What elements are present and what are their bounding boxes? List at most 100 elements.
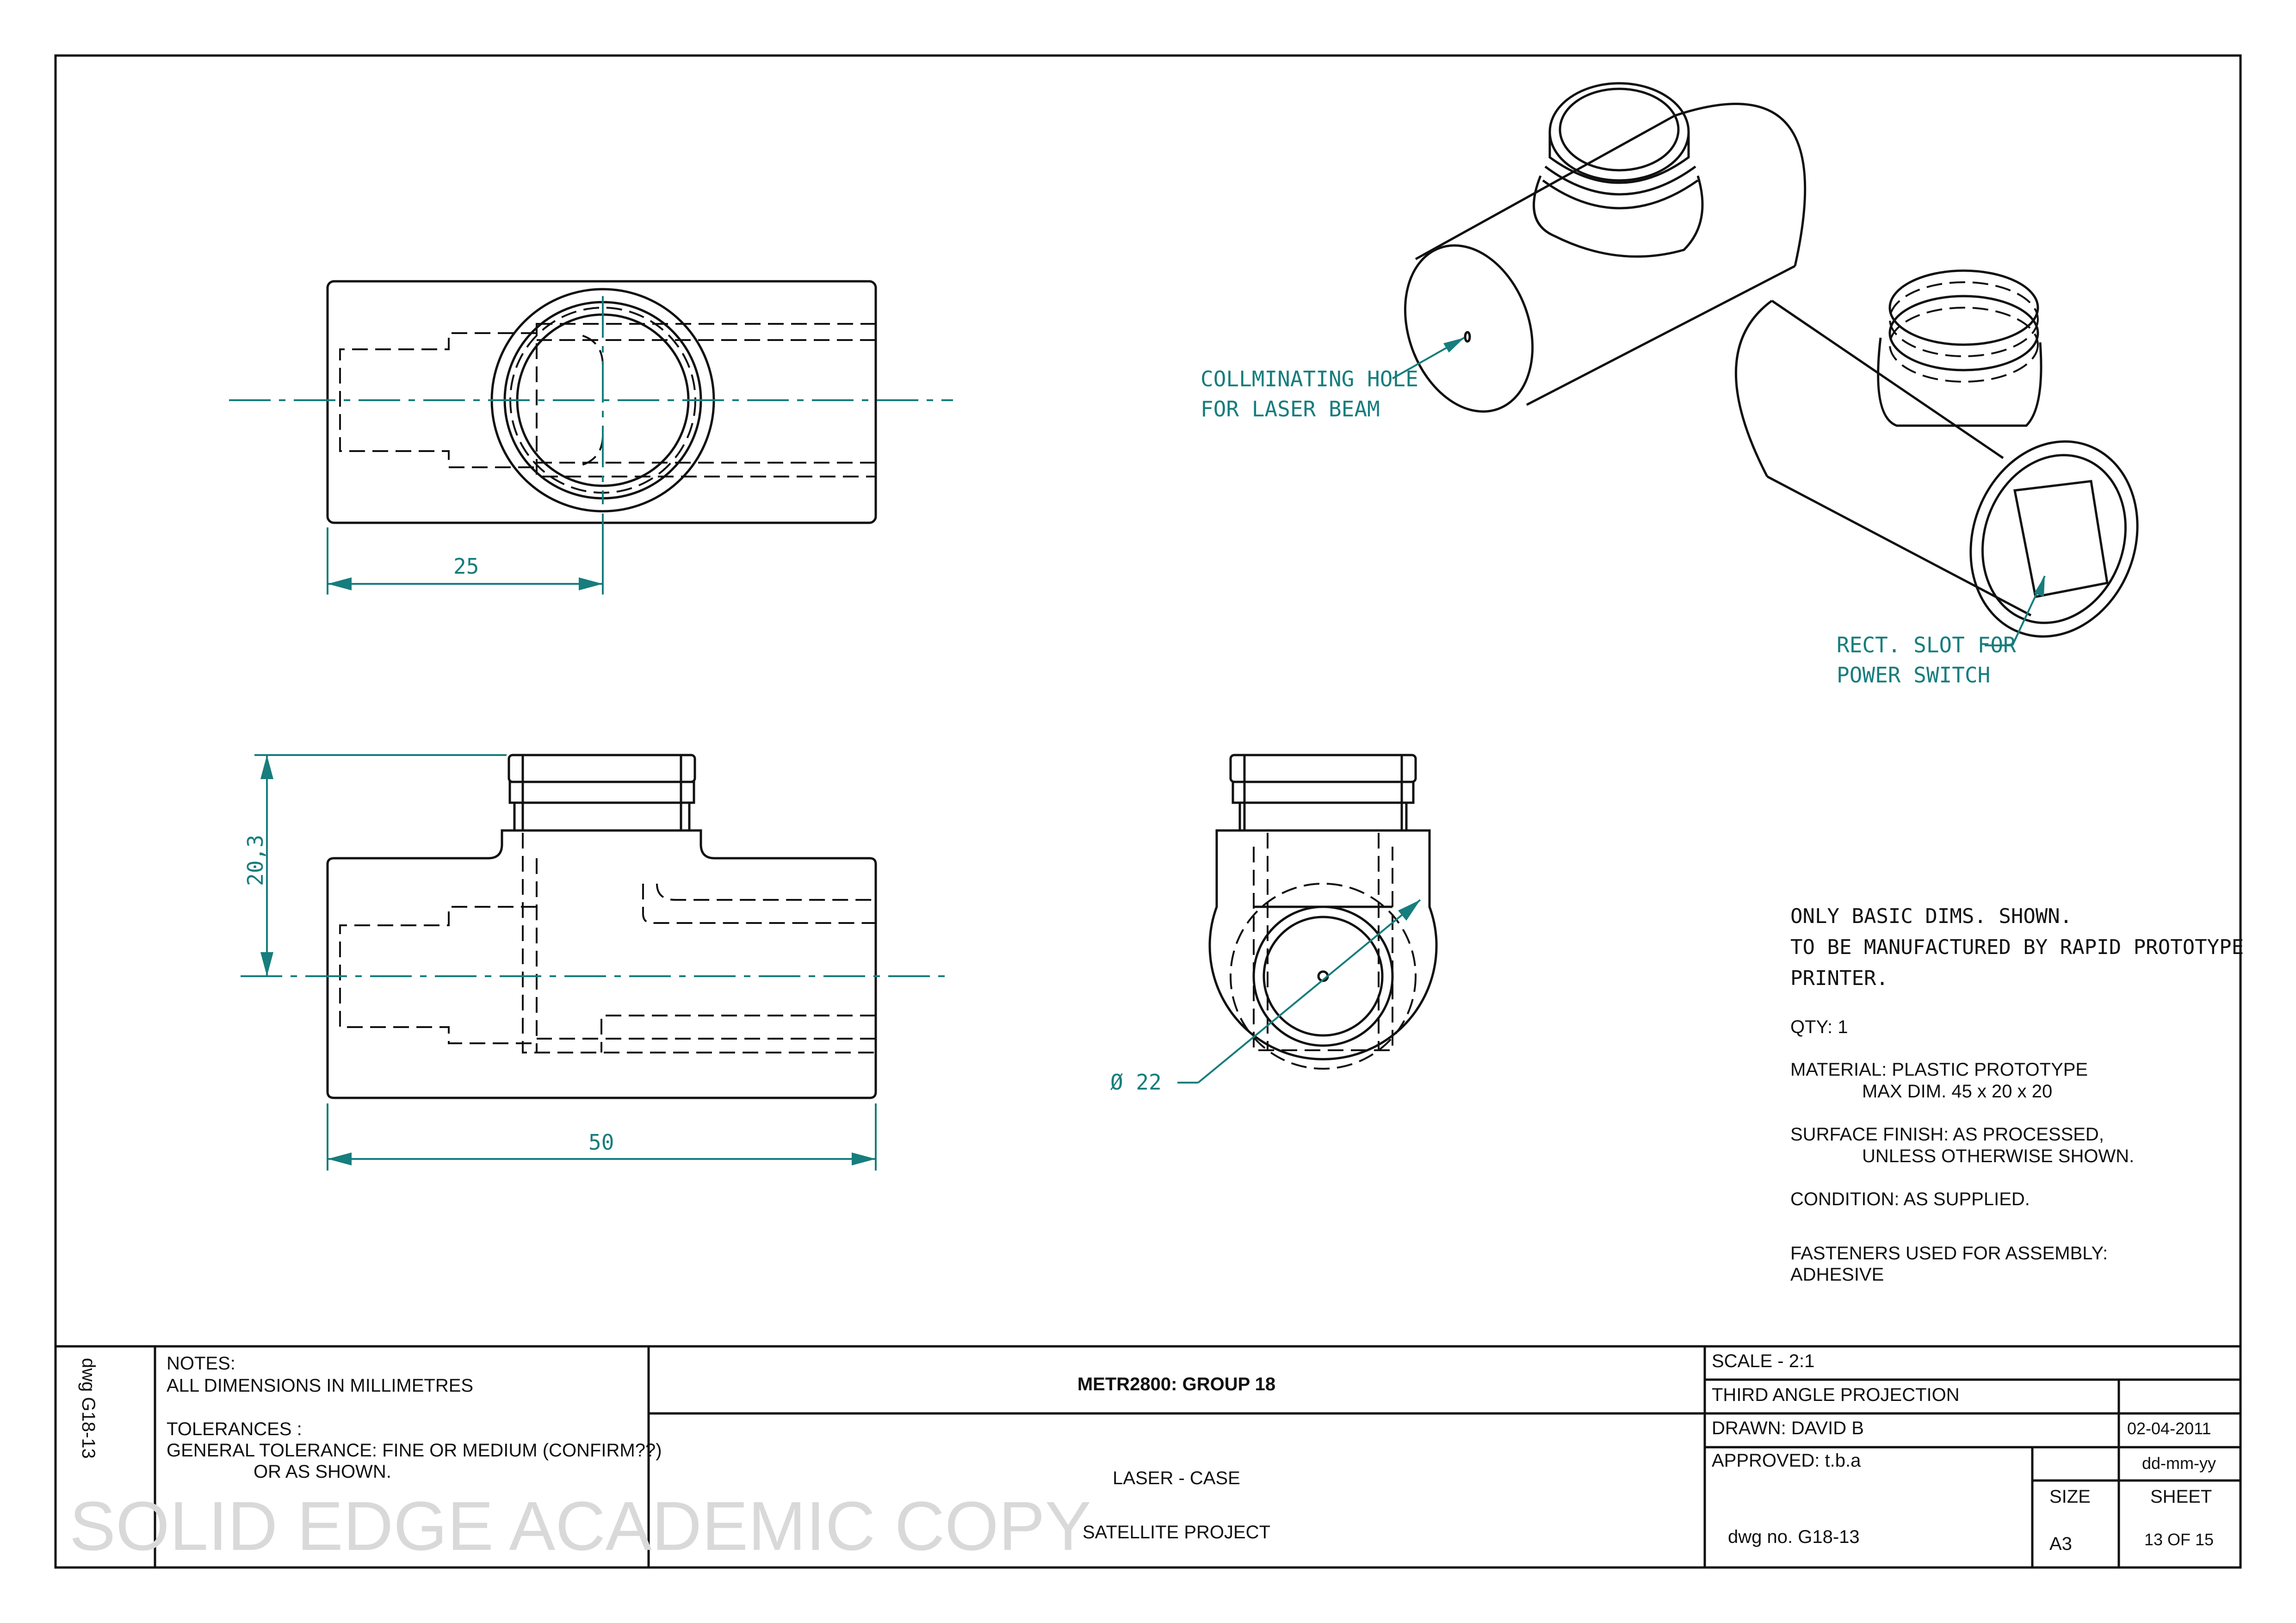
iso1-collimating-hole (1464, 331, 1471, 343)
top-view-hidden-slot (536, 323, 877, 477)
dim-50-arrow-right (852, 1152, 876, 1165)
side-view-neck (1238, 801, 1408, 832)
tb-dwg-no: dwg no. G18-13 (1728, 1527, 1860, 1547)
iso1-end-face (1404, 244, 1534, 413)
tb-drawn-date: 02-04-2011 (2127, 1419, 2211, 1438)
top-view-hidden-step (339, 332, 537, 468)
dim-20-3-label: 20,3 (243, 835, 268, 886)
dim-20-3-arrow-bot (260, 952, 273, 976)
front-view-hidden-left-step (339, 906, 537, 1044)
iso1-back-end (1674, 103, 1807, 266)
dim-50-label: 50 (588, 1130, 614, 1155)
front-view-cap (507, 754, 696, 783)
iso2-body-bottom (1766, 475, 2032, 617)
notes-material-2: MAX DIM. 45 x 20 x 20 (1862, 1081, 2052, 1102)
tb-notes-units: ALL DIMENSIONS IN MILLIMETRES (167, 1375, 473, 1396)
tb-tolerances-line1: GENERAL TOLERANCE: FINE OR MEDIUM (CONFI… (167, 1440, 662, 1461)
iso1-neck-b (1542, 179, 1699, 210)
iso1-cap-inner (1559, 87, 1680, 172)
dim-50-arrow-left (328, 1152, 352, 1165)
rect-slot-leader-arrow (2034, 576, 2045, 597)
notes-line-3: PRINTER. (1790, 966, 1888, 990)
iso-view-2 (1735, 269, 2139, 638)
tb-sheet-label: SHEET (2150, 1487, 2212, 1507)
side-view: Ø 22 (1110, 754, 1438, 1095)
iso2-cap-thread-3 (1889, 307, 2039, 383)
iso1-cap-top (1548, 82, 1690, 182)
notes-line-1: ONLY BASIC DIMS. SHOWN. (1790, 904, 2072, 928)
dim-25-arrow-left (328, 577, 352, 590)
iso1-neck (1544, 165, 1696, 196)
rect-slot-label-2: POWER SWITCH (1837, 663, 1990, 688)
tb-size-label: SIZE (2049, 1487, 2091, 1507)
front-view-outline (326, 829, 877, 1099)
notes-fasteners-1: FASTENERS USED FOR ASSEMBLY: (1790, 1243, 2108, 1264)
notes-line-2: TO BE MANUFACTURED BY RAPID PROTOTYPE (1790, 935, 2244, 959)
iso2-cap-thread-2 (1888, 295, 2039, 372)
tb-tolerances-header: TOLERANCES : (167, 1419, 302, 1439)
tb-projection: THIRD ANGLE PROJECTION (1712, 1385, 1960, 1405)
tb-sheet-value: 13 OF 15 (2144, 1530, 2214, 1549)
side-view-body (1208, 829, 1438, 1060)
iso1-body-bottom (1526, 265, 1796, 406)
iso2-end-face-inner (1981, 454, 2127, 624)
notes-panel: ONLY BASIC DIMS. SHOWN. TO BE MANUFACTUR… (1790, 904, 2244, 1285)
tb-scale: SCALE - 2:1 (1712, 1351, 1814, 1371)
notes-fasteners-2: ADHESIVE (1790, 1264, 1884, 1285)
sheet-border (54, 54, 2242, 1569)
tb-side-label: dwg G18-13 (78, 1358, 99, 1459)
notes-finish-1: SURFACE FINISH: AS PROCESSED, (1790, 1124, 2104, 1145)
side-view-bore-inner (1262, 916, 1384, 1037)
top-view-hidden-arc-bot (582, 434, 604, 466)
front-view-hidden-lower-slot (600, 1015, 876, 1053)
tb-tolerances-line2: OR AS SHOWN. (254, 1462, 391, 1482)
iso2-rect-slot (2013, 480, 2109, 598)
dim-diameter-arrow (1398, 900, 1420, 921)
top-view: 25 (229, 280, 953, 595)
dim-25-label: 25 (453, 554, 479, 579)
front-view-neck (513, 801, 691, 832)
iso2-back (1735, 299, 1773, 477)
notes-qty: QTY: 1 (1790, 1017, 1848, 1037)
iso2-end-face (1969, 440, 2139, 638)
tb-subtitle: SATELLITE PROJECT (1083, 1522, 1270, 1542)
tb-size-value: A3 (2049, 1534, 2072, 1554)
iso2-body-top (1771, 299, 2004, 459)
tb-watermark: SOLID EDGE ACADEMIC COPY (69, 1487, 1091, 1565)
iso2-cap-thread-1 (1889, 281, 2039, 357)
tb-approved-date: dd-mm-yy (2142, 1454, 2216, 1473)
iso-view-1 (1404, 82, 1807, 413)
front-view-hidden-upper-slot (642, 884, 876, 924)
iso1-body-top (1415, 114, 1676, 260)
tb-drawn: DRAWN: DAVID B (1712, 1418, 1864, 1438)
dim-diameter-line (1197, 899, 1421, 1084)
dim-20-3-arrow-top (260, 755, 273, 779)
notes-finish-2: UNLESS OTHERWISE SHOWN. (1862, 1146, 2134, 1166)
iso2-cap-top (1888, 269, 2039, 346)
collimating-label-1: COLLMINATING HOLE (1201, 366, 1418, 391)
collimating-label-2: FOR LASER BEAM (1201, 396, 1380, 421)
iso1-saddle (1533, 175, 1704, 258)
front-view-hidden-upper-slot-b (656, 883, 876, 901)
rect-slot-label-1: RECT. SLOT FOR (1837, 632, 2016, 657)
tb-title: LASER - CASE (1113, 1468, 1240, 1488)
side-view-hidden-slot (1253, 847, 1393, 1051)
tb-approved: APPROVED: t.b.a (1712, 1450, 1861, 1471)
dim-diameter-label: Ø 22 (1110, 1070, 1162, 1095)
notes-condition: CONDITION: AS SUPPLIED. (1790, 1189, 2030, 1209)
iso1-cap-side (1548, 132, 1690, 184)
side-view-bore-hidden (1230, 883, 1417, 1070)
dim-25-arrow-right (579, 577, 603, 590)
tb-group: METR2800: GROUP 18 (1077, 1374, 1275, 1394)
collimating-leader-arrow (1443, 338, 1464, 353)
title-block: dwg G18-13 SOLID EDGE ACADEMIC COPY NOTE… (56, 1345, 2240, 1567)
notes-material-1: MATERIAL: PLASTIC PROTOTYPE (1790, 1059, 2088, 1080)
side-view-bore-outer (1252, 905, 1394, 1047)
side-view-cap (1229, 754, 1417, 783)
iso2-neck (1877, 337, 2042, 427)
front-view: 20,3 50 (241, 754, 953, 1171)
tb-notes-header: NOTES: (167, 1353, 235, 1374)
front-view-thread-lower (508, 781, 695, 804)
front-view-hidden-body (522, 833, 876, 1053)
